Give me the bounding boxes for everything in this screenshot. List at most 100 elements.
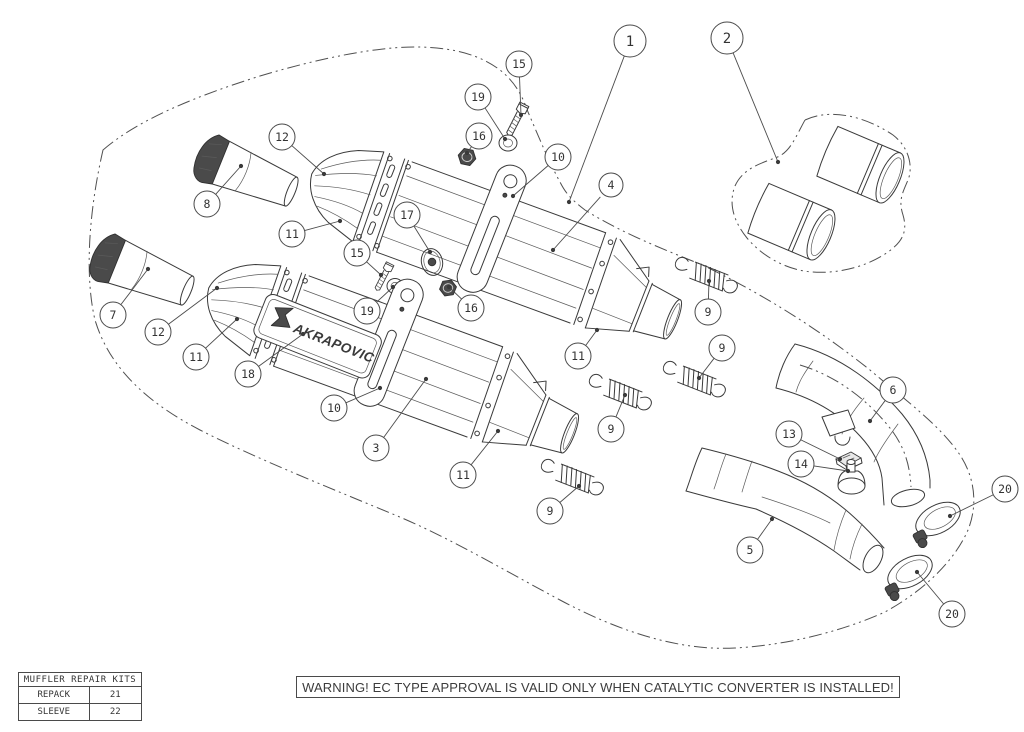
- callout-5: 5: [736, 516, 775, 564]
- callout-number: 9: [719, 341, 726, 355]
- callout-circle: [464, 83, 492, 111]
- callout-number: 18: [241, 367, 255, 381]
- callout-circle: [343, 239, 371, 267]
- callout-1: 1: [566, 24, 647, 205]
- leader-dot: [706, 278, 712, 284]
- kit-label: REPACK: [18, 686, 90, 704]
- leader-dot: [845, 468, 851, 474]
- callout-circle: [598, 172, 624, 198]
- leader-dot: [837, 456, 843, 462]
- callout-circle: [99, 301, 127, 329]
- leader-dot: [775, 159, 781, 165]
- callout-circle: [457, 294, 485, 322]
- callout-number: 9: [705, 305, 712, 319]
- end-cap-pipe-7: [84, 228, 201, 316]
- callout-circle: [353, 297, 381, 325]
- leader-dot: [696, 375, 702, 381]
- leader-dot: [446, 284, 452, 290]
- leader-dot: [914, 569, 920, 575]
- callout-number: 9: [547, 504, 554, 518]
- collector-pipe: [685, 447, 885, 574]
- callout-17: 17: [393, 201, 433, 255]
- callout-number: 10: [551, 150, 565, 164]
- callout-number: 11: [189, 350, 203, 364]
- callout-circle: [320, 394, 348, 422]
- callout-circle: [536, 497, 564, 525]
- kit-number: 21: [88, 686, 143, 704]
- callout-circle: [879, 376, 907, 404]
- washer-upper: [498, 134, 518, 152]
- callout-circle: [613, 24, 647, 58]
- callout-19: 19: [464, 83, 508, 142]
- leader-dot: [576, 483, 582, 489]
- callout-number: 19: [471, 90, 485, 104]
- callout-number: 6: [890, 383, 897, 397]
- callout-circle: [991, 475, 1019, 503]
- leader-dot: [550, 247, 556, 253]
- callout-number: 15: [350, 246, 364, 260]
- callout-number: 11: [456, 468, 470, 482]
- bolt-upper: [503, 101, 530, 139]
- callout-9: 9: [696, 334, 736, 381]
- rubber-grommet: [837, 459, 866, 495]
- callout-circle: [564, 342, 592, 370]
- callout-6: 6: [867, 376, 907, 424]
- callout-circle: [597, 415, 625, 443]
- spring-2: [659, 357, 729, 402]
- callout-number: 5: [747, 543, 754, 557]
- leader-dot: [510, 193, 516, 199]
- clamp-lower: [876, 547, 941, 603]
- callout-4-highlighted: 4: [550, 172, 624, 253]
- leader-dot: [427, 249, 433, 255]
- callout-circle: [465, 122, 493, 150]
- leader-dot: [390, 284, 396, 290]
- callout-number: 12: [275, 130, 289, 144]
- spring-1: [671, 253, 741, 298]
- leader-dot: [238, 163, 244, 169]
- callout-number: 1: [626, 34, 634, 50]
- callout-circle: [144, 318, 172, 346]
- leader-dot: [947, 513, 953, 519]
- callout-number: 14: [794, 457, 808, 471]
- leader-dot: [321, 171, 327, 177]
- leader-dot: [518, 112, 524, 118]
- callout-number: 20: [998, 482, 1012, 496]
- callout-15: 15: [505, 50, 533, 118]
- callout-12: 12: [144, 285, 220, 346]
- callout-8: 8: [193, 163, 244, 218]
- leader-dot: [234, 316, 240, 322]
- callout-13: 13: [775, 420, 843, 462]
- leader-dot: [566, 199, 572, 205]
- repair-kits-table: MUFFLER REPAIR KITS REPACK 21 SLEEVE 22: [18, 672, 143, 721]
- rubber-damper-17: [420, 248, 444, 276]
- callout-number: 10: [327, 401, 341, 415]
- main-kit-boundary: [88, 46, 975, 649]
- callout-circle: [362, 434, 390, 462]
- callout-number: 8: [204, 197, 211, 211]
- warning-banner: WARNING! EC TYPE APPROVAL IS VALID ONLY …: [296, 676, 900, 698]
- callout-circle: [505, 50, 533, 78]
- callout-number: 4: [608, 178, 615, 192]
- callout-20: 20: [914, 569, 966, 628]
- callout-14: 14: [787, 450, 851, 478]
- leader-dot: [378, 272, 384, 278]
- callout-11: 11: [449, 428, 501, 489]
- callout-circle: [938, 600, 966, 628]
- callout-circle: [787, 450, 815, 478]
- callout-circle: [449, 461, 477, 489]
- callout-number: 3: [373, 441, 380, 455]
- callout-11: 11: [564, 327, 600, 370]
- callout-number: 16: [464, 301, 478, 315]
- callout-circle: [278, 220, 306, 248]
- callout-number: 13: [782, 427, 796, 441]
- leader-dot: [464, 150, 470, 156]
- callout-number: 17: [400, 208, 414, 222]
- callout-16: 16: [464, 122, 493, 156]
- callout-number: 19: [360, 304, 374, 318]
- callout-circle: [694, 298, 722, 326]
- callout-circle: [268, 123, 296, 151]
- callout-10: 10: [320, 385, 383, 422]
- callout-number: 9: [608, 422, 615, 436]
